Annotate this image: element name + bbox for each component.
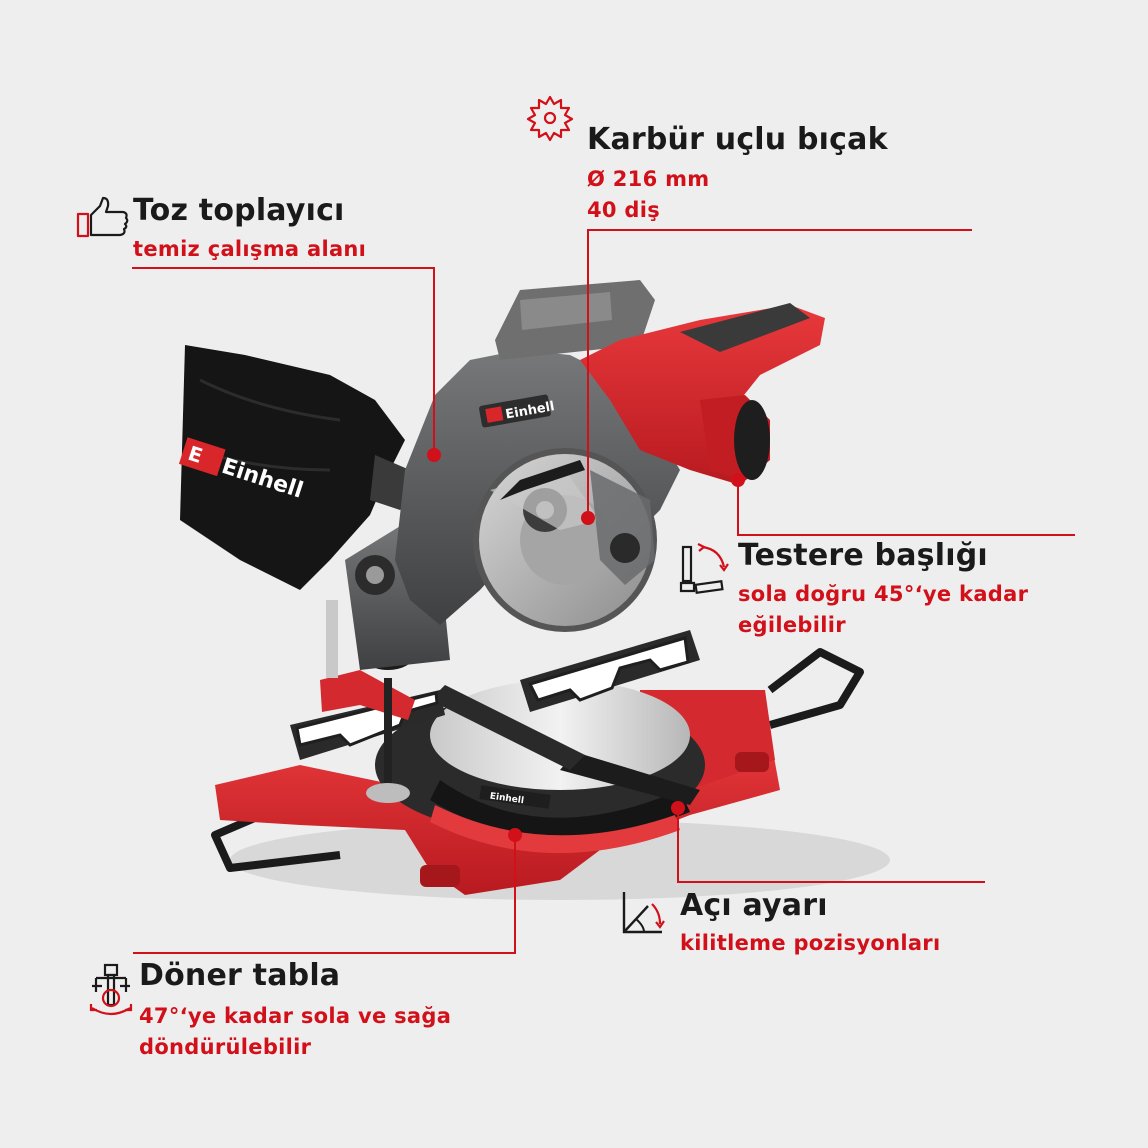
saw-blade-icon <box>526 95 574 142</box>
blade-diameter: Ø 216 mm <box>587 167 710 191</box>
table-description-line1: 47°‘ye kadar sola ve sağa <box>139 1004 452 1028</box>
head-description-line1: sola doğru 45°‘ye kadar <box>738 582 1029 606</box>
dust-description: temiz çalışma alanı <box>133 237 367 261</box>
angle-icon <box>622 892 665 934</box>
blade-teeth: 40 diş <box>587 198 661 222</box>
blade-title: Karbür uçlu bıçak <box>587 122 888 157</box>
thumbs-up-icon <box>76 196 129 238</box>
dust-title: Toz toplayıcı <box>133 193 345 228</box>
angle-title: Açı ayarı <box>680 888 828 923</box>
table-description-line2: döndürülebilir <box>139 1035 312 1059</box>
rotate-table-icon <box>89 963 133 1016</box>
table-title: Döner tabla <box>139 958 341 993</box>
head-description-line2: eğilebilir <box>738 613 846 637</box>
head-title: Testere başlığı <box>738 538 988 573</box>
svg-text:Einhell: Einhell <box>489 792 524 807</box>
tilt-angle-icon <box>679 543 729 595</box>
angle-description: kilitleme pozisyonları <box>680 931 941 955</box>
